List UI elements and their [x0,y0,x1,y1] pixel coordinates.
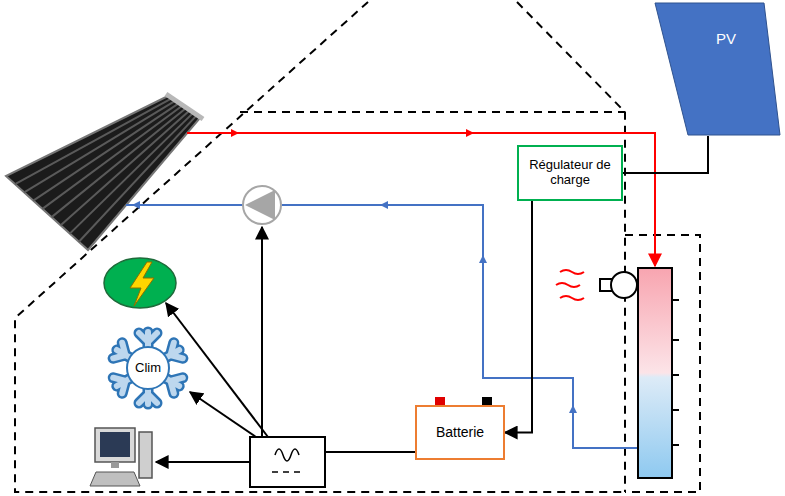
pump-triangle [245,190,275,220]
house-outline [15,2,700,492]
tank-ticks [672,300,679,445]
node-label: Régulateur de charge [523,158,617,188]
flow-arrow [231,129,239,137]
wire-to-grid [166,303,268,437]
snowflake-arms [112,332,183,404]
pump-symbol [243,186,281,224]
flow-arrow [479,255,487,263]
computer-tower [139,432,152,478]
flow-arrow [466,129,474,137]
battery-terminal [482,397,492,405]
heat-waves [556,270,584,300]
snowflake-center [127,347,169,389]
ac-symbol [275,449,299,461]
grid-symbol [104,258,176,308]
wire-to-pump [261,227,263,437]
flow-arrow [132,201,140,209]
battery-wire [325,451,415,453]
collector-header [166,94,203,119]
air-conditioner-icon: Clim [106,326,190,410]
pv-panel-shape [655,3,780,135]
node-label: Clim [135,361,161,376]
charge-controller-box: Régulateur de charge [517,145,623,201]
wire-to-computer [156,461,250,463]
computer-screen [100,432,130,457]
battery-box: Batterie [415,405,505,460]
battery-terminal [435,397,445,405]
node-label: Batterie [436,424,484,440]
lightning-bolt [130,262,154,306]
computer-keyboard [90,472,140,486]
flow-arrow [569,405,577,413]
inverter-box [250,437,325,487]
heater-symbol [611,272,637,298]
solar-collector [6,96,200,250]
monitor-stand [111,462,119,468]
storage-tank [638,268,672,478]
dc-symbol [272,471,300,473]
wire-connector [623,136,708,173]
node-label: PV [716,30,736,47]
wire-to-clim [190,392,256,437]
hot-water-pipe [187,133,655,266]
pv-panel: PV [652,2,782,136]
pv-shape [652,2,782,136]
collector-tubes [15,98,196,241]
cold-water-pipe [126,205,638,448]
computer-monitor [95,428,135,462]
wire-connector [505,201,532,433]
flow-arrow [380,201,388,209]
